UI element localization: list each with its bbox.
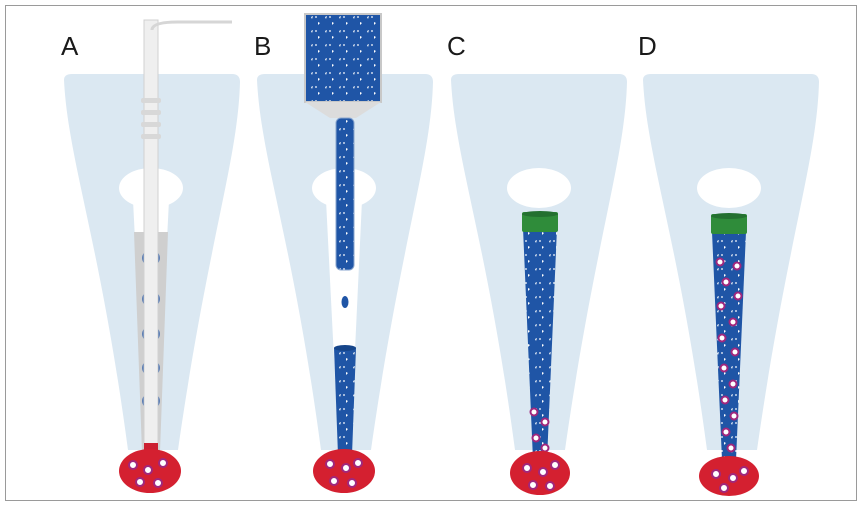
tooth-b xyxy=(257,14,433,493)
tooth-d xyxy=(643,74,819,496)
needle-shaft xyxy=(144,20,158,445)
pulp-chamber-c xyxy=(507,168,571,208)
blood-droplet xyxy=(342,296,349,308)
scaffold-b-top xyxy=(334,345,356,351)
tooth-c xyxy=(451,74,627,495)
seal-d-top xyxy=(711,213,747,219)
needle-hub-bend xyxy=(152,22,232,30)
seal-c-top xyxy=(522,211,558,217)
syringe-tip-tube xyxy=(336,118,354,270)
syringe-barrel xyxy=(305,14,381,102)
pulp-chamber-d xyxy=(697,168,761,208)
tooth-a xyxy=(64,20,240,493)
